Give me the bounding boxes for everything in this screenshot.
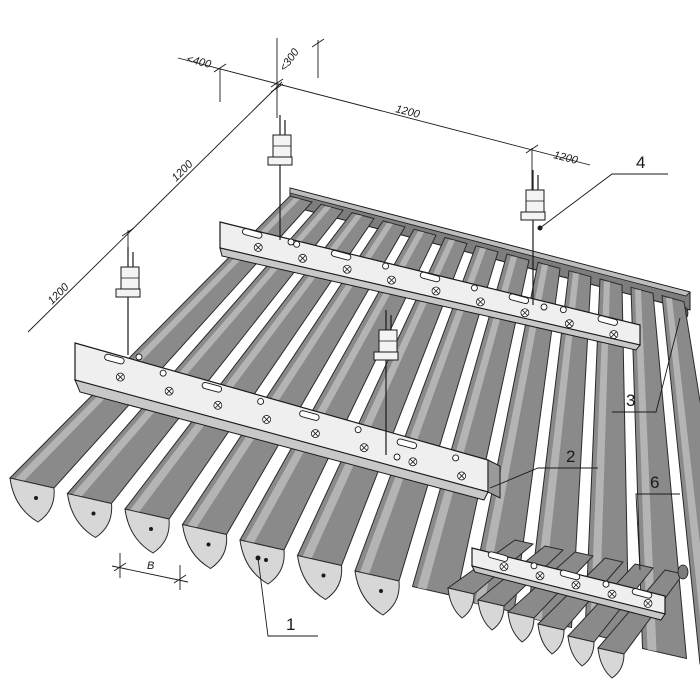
slat (296, 236, 468, 601)
inset-detail (446, 539, 689, 679)
carrier-rail-back (219, 221, 641, 351)
suspension-hanger (267, 115, 295, 246)
carrier-slot (299, 410, 320, 421)
carrier-hole (293, 240, 301, 248)
slat (354, 245, 499, 616)
suspension-hanger (520, 170, 548, 311)
carrier-hole (452, 454, 460, 462)
carrier-rail-front (74, 342, 501, 501)
slat (181, 220, 406, 570)
carrier-hole (257, 397, 265, 405)
carrier-hole (530, 562, 538, 570)
carrier-hole (602, 580, 610, 588)
dim-lt300: <300 (278, 46, 303, 74)
suspension-hanger (115, 247, 143, 361)
callouts: 1 2 3 4 6 (255, 153, 681, 637)
dim-b: B (147, 560, 154, 572)
carrier-slot (242, 228, 263, 239)
callout-1: 1 (286, 615, 295, 634)
carrier-slot (201, 382, 223, 393)
carrier-hole (382, 262, 390, 270)
slat (239, 228, 437, 585)
carrier-slot (597, 315, 618, 326)
suspension-hanger (373, 310, 401, 461)
carrier-slot (631, 588, 653, 599)
carrier-slot (330, 249, 352, 261)
carrier-slot (487, 551, 509, 562)
callout-6: 6 (650, 473, 659, 492)
carrier-hole (559, 306, 567, 314)
hanger-set (115, 115, 548, 461)
carrier-hole (159, 369, 167, 377)
slat (526, 270, 592, 629)
dim-1200-right: 1200 (552, 149, 580, 167)
dim-lt400: <400 (185, 53, 213, 71)
carrier-slot (396, 438, 418, 450)
dim-1200-diag-lower: 1200 (46, 281, 72, 307)
inset-rod-end (677, 564, 689, 580)
callout-2: 2 (566, 447, 575, 466)
callout-4: 4 (636, 153, 645, 172)
carrier-slot (508, 293, 530, 305)
slat (66, 203, 344, 539)
carrier-hole (354, 426, 362, 434)
carrier-slot (419, 271, 441, 283)
carrier-slot (559, 569, 581, 581)
slat (661, 294, 700, 665)
carrier-slot (104, 353, 125, 365)
dim-1200-top: 1200 (394, 103, 422, 121)
slat (9, 195, 313, 523)
carrier-hole (470, 284, 478, 292)
callout-3: 3 (626, 391, 635, 410)
